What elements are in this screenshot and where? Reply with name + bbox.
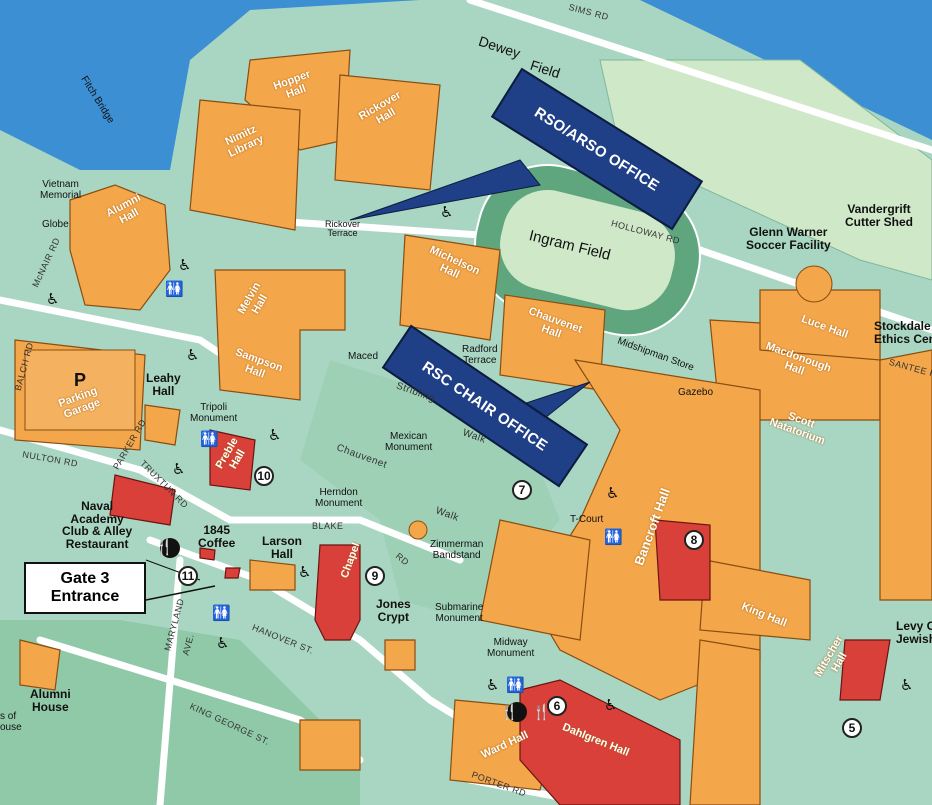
larson-hall-label: Larson Hall: [262, 534, 303, 561]
naval-academy-club-label: Naval Academy Club & Alley Restaurant: [62, 499, 133, 551]
radford-terrace-label: Radford Terrace: [462, 344, 498, 366]
marker-5[interactable]: 5: [842, 718, 862, 738]
gate-3-line1: Gate 3: [60, 570, 110, 588]
jones-crypt-label: Jones Crypt: [376, 597, 411, 624]
parking-sign: P: [74, 370, 87, 390]
rickover-terrace-label: Rickover Terrace: [325, 219, 361, 239]
wheelchair-icon: ♿: [178, 256, 192, 274]
restroom-icon: 🚻: [165, 280, 184, 298]
lower-green: [0, 620, 360, 805]
gate-leader: [145, 585, 216, 601]
gate-dot: [160, 538, 180, 558]
wheelchair-icon: ♿: [900, 676, 914, 694]
submarine-monument-label: Submarine Monument: [435, 602, 484, 624]
soccer-roundel: [795, 265, 833, 303]
tripoli-monument-label: Tripoli Monument: [190, 402, 238, 424]
marker-10[interactable]: 10: [254, 466, 274, 486]
glenn-warner-label: Glenn Warner Soccer Facility: [746, 225, 831, 252]
levy-center-label: Levy C Jewish: [896, 619, 932, 646]
herndon-monument-label: Herndon Monument: [315, 487, 363, 509]
vietnam-memorial-label: Vietnam Memorial: [40, 179, 82, 201]
marker-6[interactable]: 6: [547, 696, 567, 716]
marker-11[interactable]: 11: [178, 566, 198, 586]
restroom-icon: 🚻: [212, 604, 231, 622]
macedonian-label: Maced: [348, 351, 379, 362]
gate-3-line2: Entrance: [50, 588, 120, 605]
mexican-monument-label: Mexican Monument: [385, 431, 433, 453]
marker-7[interactable]: 7: [512, 480, 532, 500]
dining-icon: 🍴: [532, 703, 551, 721]
rso-pointer: [349, 159, 541, 221]
stockdale-label: Stockdale Ethics Cen: [874, 319, 932, 346]
globe-label: Globe: [42, 219, 69, 230]
zimmerman-bandstand-label: Zimmerman Bandstand: [430, 539, 484, 561]
gazebo-label: Gazebo: [678, 387, 714, 398]
alumni-house-label: Alumni House: [30, 687, 71, 714]
sof-house-label: s of ouse: [0, 711, 22, 733]
wheelchair-icon: ♿: [298, 563, 312, 581]
wheelchair-icon: ♿: [604, 696, 618, 714]
marker-8[interactable]: 8: [684, 530, 704, 550]
dining-icon: 🍴: [155, 538, 174, 556]
wheelchair-icon: ♿: [46, 290, 60, 308]
t-court-label: T-Court: [570, 514, 604, 525]
restroom-icon: 🚻: [200, 430, 219, 448]
shoreline: [0, 230, 60, 300]
wheelchair-icon: ♿: [216, 634, 230, 652]
marker-9[interactable]: 9: [365, 566, 385, 586]
wheelchair-icon: ♿: [440, 203, 454, 221]
restroom-icon: 🚻: [604, 528, 623, 546]
bandstand-roundel: [408, 520, 428, 540]
wheelchair-icon: ♿: [606, 484, 620, 502]
restroom-icon: 🚻: [506, 676, 525, 694]
coffee-label: 1845 Coffee: [198, 523, 236, 550]
leahy-hall-label: Leahy Hall: [146, 371, 181, 398]
road-blake: BLAKE: [312, 521, 344, 531]
midway-monument-label: Midway Monument: [487, 637, 535, 659]
vandergrift-label: Vandergrift Cutter Shed: [845, 202, 914, 229]
gate-3-entrance-label: Gate 3 Entrance: [24, 562, 146, 614]
dahlgren-dot: [507, 702, 527, 722]
parking-garage-roof: [24, 349, 136, 431]
dining-icon: 🍴: [500, 703, 519, 721]
wheelchair-icon: ♿: [268, 426, 282, 444]
wheelchair-icon: ♿: [486, 676, 500, 694]
wheelchair-icon: ♿: [172, 460, 186, 478]
wheelchair-icon: ♿: [186, 346, 200, 364]
